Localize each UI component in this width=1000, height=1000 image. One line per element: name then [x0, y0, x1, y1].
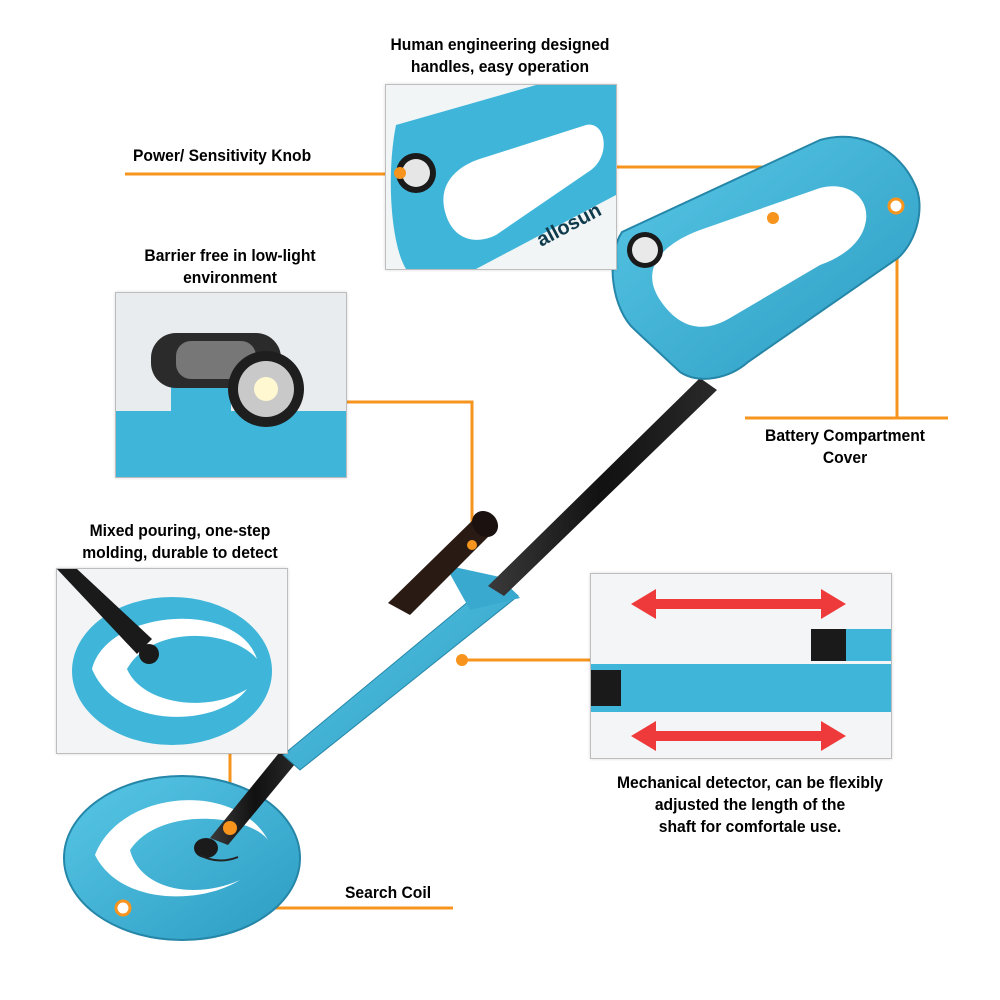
flashlight	[388, 510, 499, 615]
callout-lines	[123, 165, 948, 910]
lower-shaft	[210, 748, 300, 845]
molding-callout-label: Mixed pouring, one-step molding, durable…	[82, 521, 278, 562]
shaft-callout-label: Mechanical detector, can be flexibly adj…	[617, 773, 883, 836]
light-callout-label: Barrier free in low-light environment	[144, 246, 316, 287]
callout-dot-icons	[114, 654, 468, 917]
upper-shaft	[488, 378, 717, 596]
battery-callout-label: Battery Compartment Cover	[765, 426, 925, 467]
knob-callout-label: Power/ Sensitivity Knob	[133, 146, 312, 165]
coil-detail-panel	[56, 568, 288, 754]
double-arrow-icon	[631, 589, 846, 619]
handle-detail-panel: allosun	[385, 84, 617, 270]
coil-callout-label: Search Coil	[345, 883, 432, 902]
light-callout-line	[345, 400, 474, 545]
shaft-detail-panel	[590, 573, 892, 759]
handle-callout-label: Human engineering designed handles, easy…	[390, 35, 610, 76]
handle	[611, 135, 921, 380]
flashlight-detail-panel	[115, 292, 347, 478]
knob-icon	[402, 159, 430, 187]
